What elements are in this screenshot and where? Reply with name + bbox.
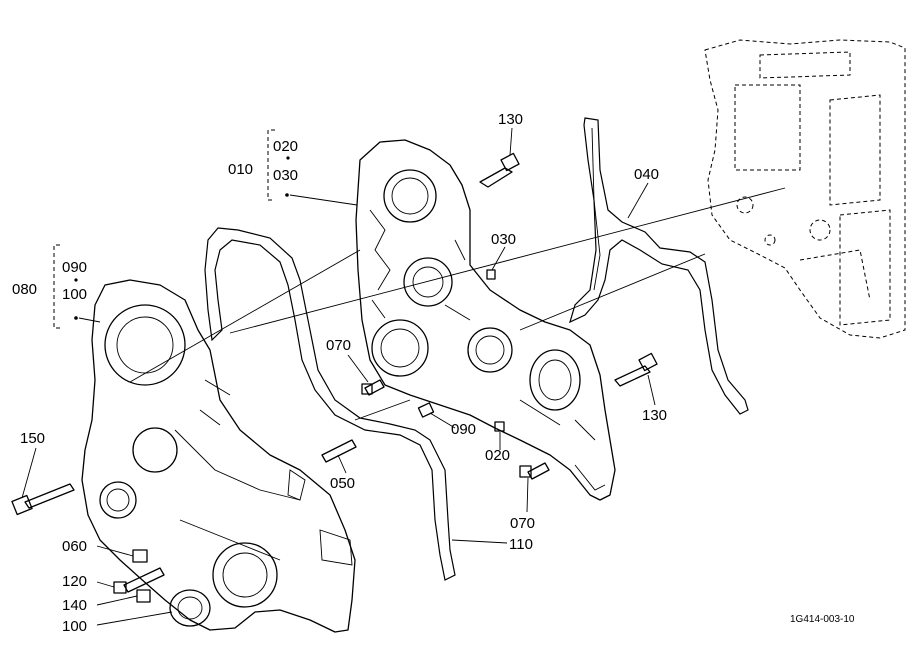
callout-100-group: 100 [62,286,87,303]
callout-100: 100 [62,618,87,635]
callout-030: 030 [491,231,516,248]
bolt-070-lower [519,462,550,480]
gasket-040 [569,117,749,415]
drawing-reference-code: 1G414-003-10 [790,614,855,625]
dowel-090 [417,402,435,418]
dowel-020 [494,421,505,432]
callout-110: 110 [509,536,533,553]
callout-060: 060 [62,538,87,555]
callout-020-group: 020 [273,138,298,155]
bolt-120 [113,567,165,594]
gasket-110 [204,227,456,581]
callout-120: 120 [62,573,87,590]
callout-010: 010 [228,161,253,178]
front-cover-080 [81,279,356,633]
stud-050 [321,439,357,463]
callout-130-top: 130 [498,111,523,128]
bolt-140 [136,589,151,603]
callout-070-lower: 070 [510,515,535,532]
dowel-030 [486,269,496,280]
alignment-lines [129,187,786,421]
callout-030-group: 030 [273,167,298,184]
nut-060 [132,549,148,563]
bracket-080 [53,244,101,329]
callout-070-upper: 070 [326,337,351,354]
callout-150: 150 [20,430,45,447]
callout-050: 050 [330,475,355,492]
callout-090-group: 090 [62,259,87,276]
callout-140: 140 [62,597,87,614]
callout-020: 020 [485,447,510,464]
oil-seal-100 [169,589,211,627]
callout-130-right: 130 [642,407,667,424]
callout-040: 040 [634,166,659,183]
engine-block [704,39,906,339]
bracket-010 [267,129,358,206]
callout-090: 090 [451,421,476,438]
bolt-150 [11,483,75,516]
bolt-130-right [614,352,658,387]
bolt-070-upper [361,379,385,396]
callout-080: 080 [12,281,37,298]
bolt-130-top [479,152,520,188]
leader-lines [21,127,656,626]
gear-case-010 [355,139,616,501]
